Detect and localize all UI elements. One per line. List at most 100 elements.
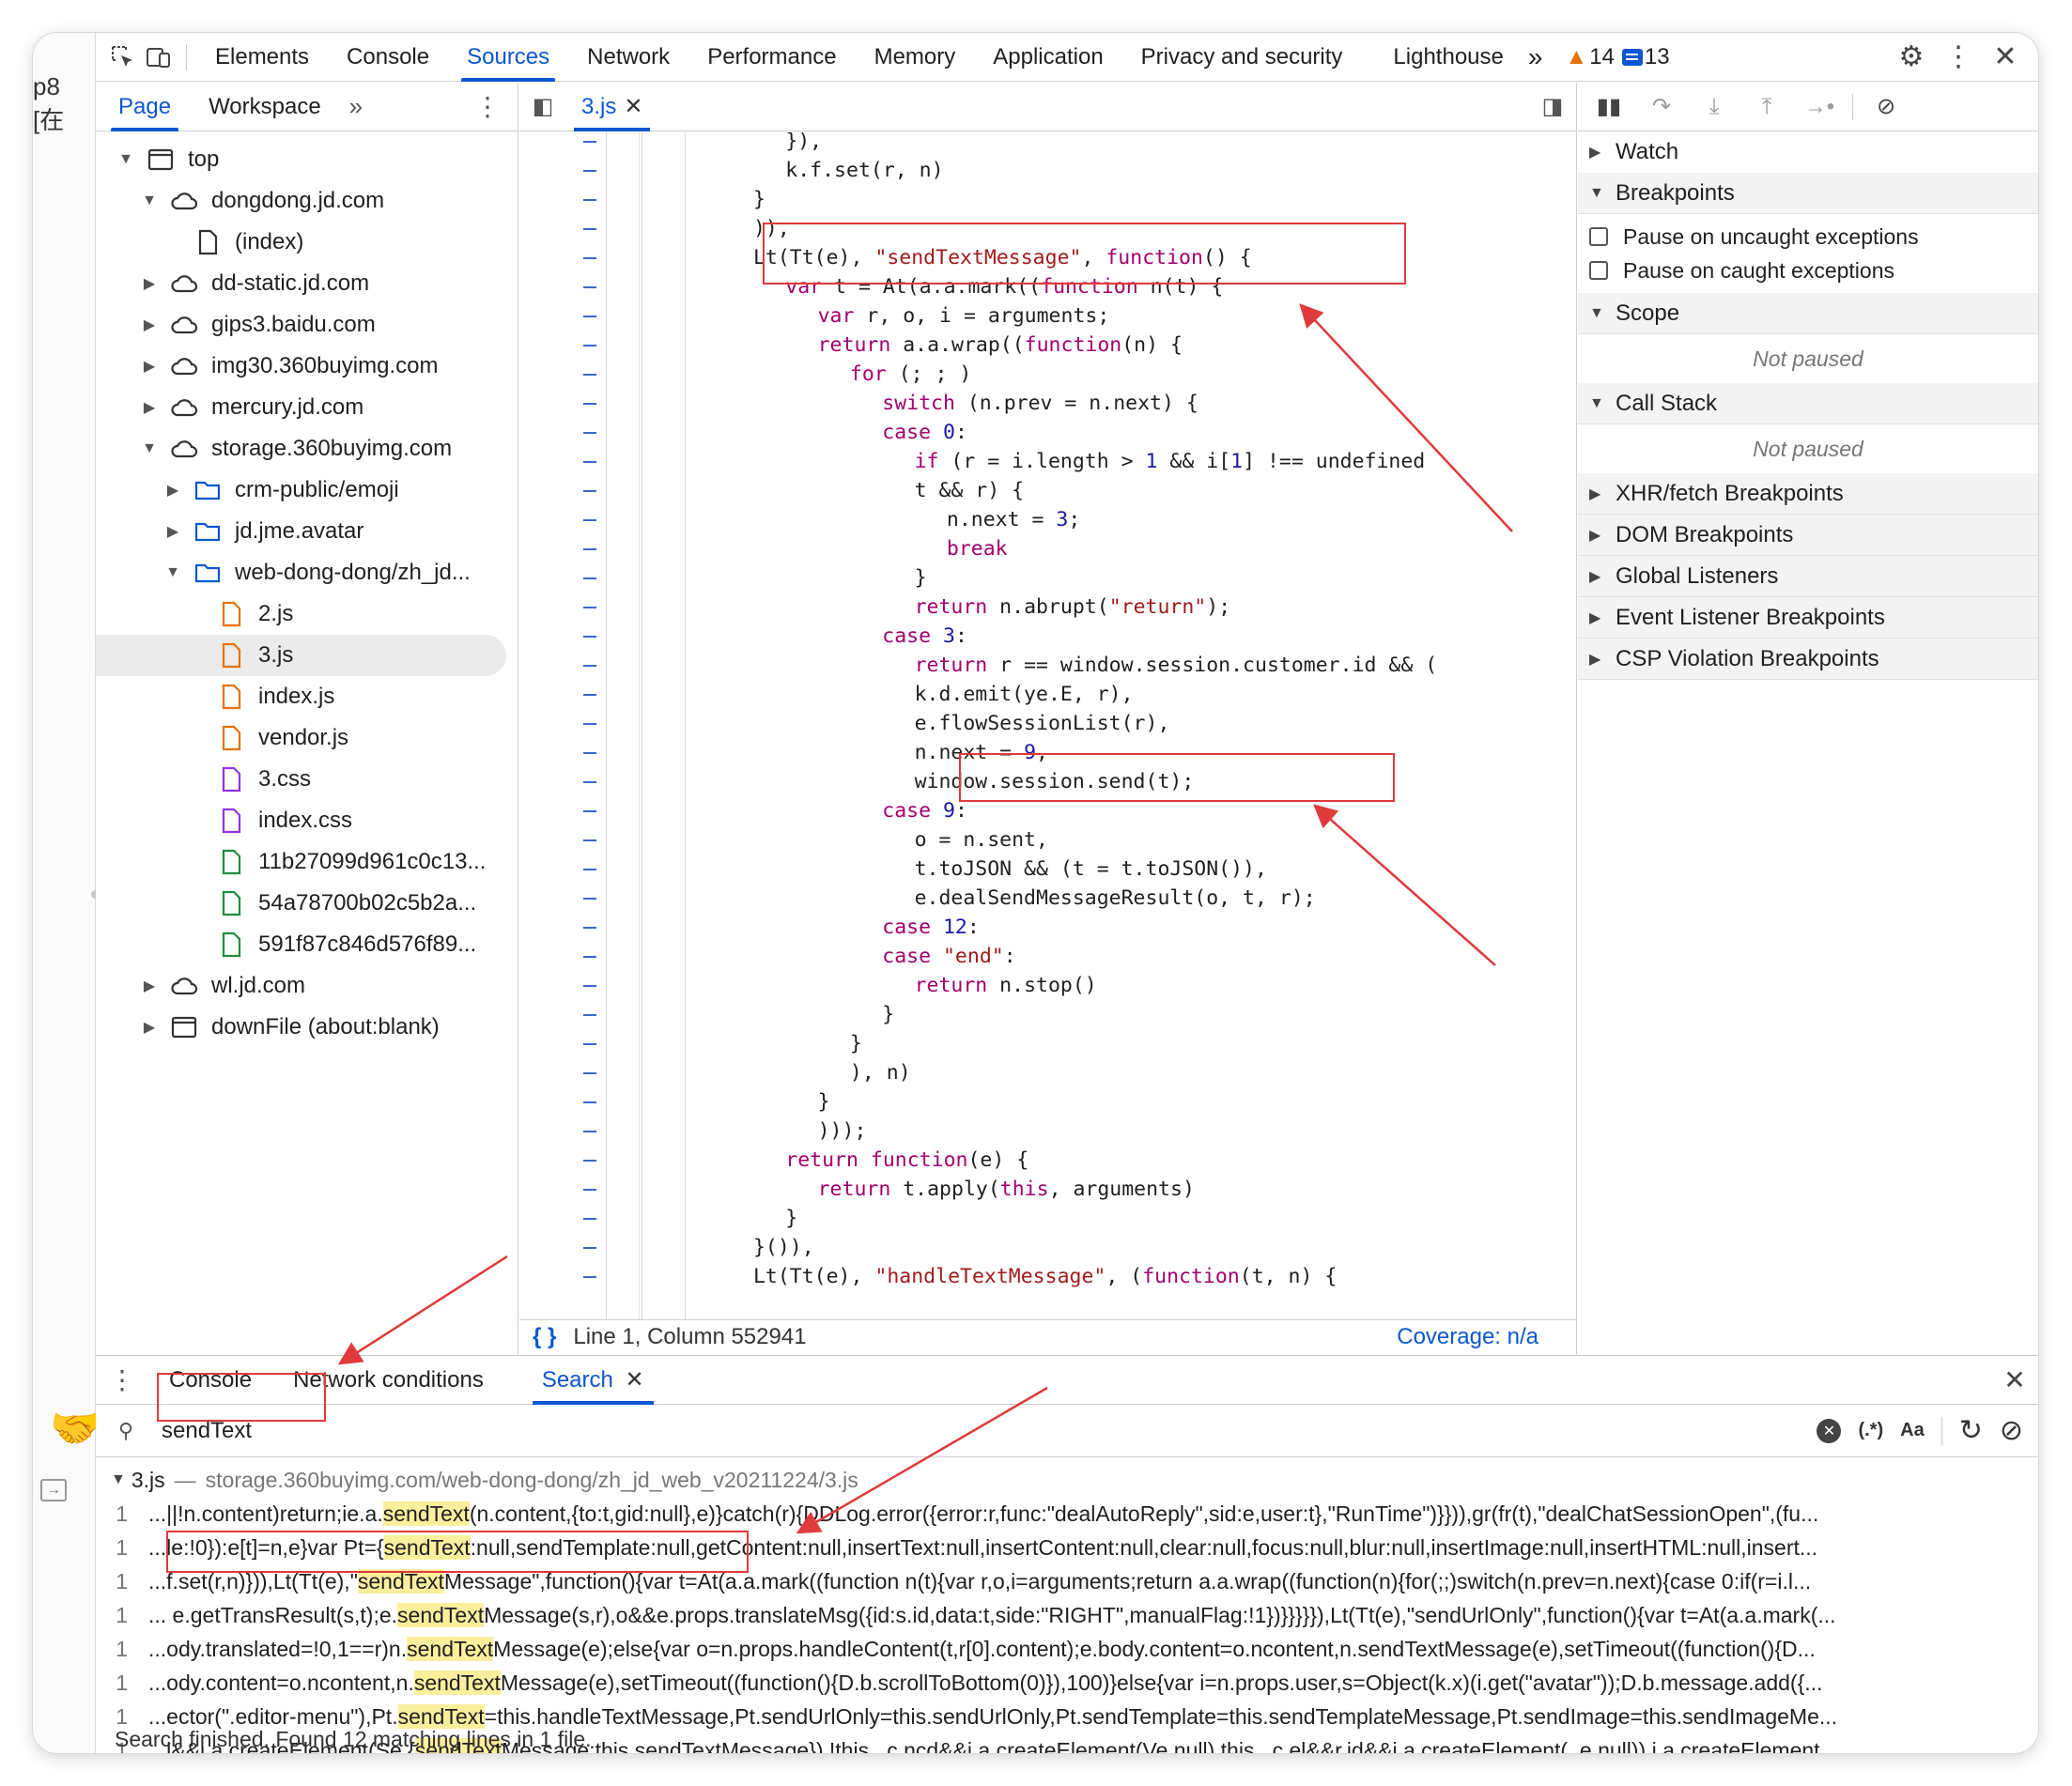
search-result-line[interactable]: 1...ody.translated=!0,1==r)n.sendTextMes… [96, 1632, 2038, 1666]
expanded-arrow-icon[interactable]: ▼ [165, 564, 180, 580]
close-search-tab-icon[interactable]: ✕ [625, 1366, 644, 1393]
tab-privacy-security[interactable]: Privacy and security [1140, 43, 1343, 69]
tree-item[interactable]: index.js [96, 676, 518, 717]
tree-item[interactable]: index.css [96, 800, 518, 841]
tree-item[interactable]: ▶jd.jme.avatar [96, 511, 518, 552]
warnings-badge[interactable]: ▲ 14 [1565, 44, 1614, 70]
messages-badge[interactable]: 13 [1621, 44, 1670, 70]
collapsed-arrow-icon[interactable]: ▶ [166, 524, 179, 540]
expanded-arrow-icon[interactable]: ▼ [118, 151, 133, 167]
watch-section[interactable]: ▶Watch [1578, 131, 2038, 173]
dom-breakpoints-section[interactable]: ▶DOM Breakpoints [1578, 515, 2038, 556]
tree-item[interactable]: ▶dd-static.jd.com [96, 263, 518, 304]
expanded-arrow-icon[interactable]: ▼ [142, 192, 157, 208]
tree-item[interactable]: 2.js [96, 593, 518, 635]
coverage-link[interactable]: Coverage: n/a [1397, 1324, 1539, 1349]
tree-item[interactable]: (index) [96, 222, 518, 263]
inspect-element-icon[interactable] [105, 42, 141, 72]
nav-kebab-icon[interactable]: ⋮ [474, 92, 501, 121]
clear-search-icon[interactable]: ✕ [1817, 1418, 1842, 1443]
drawer-tab-console[interactable]: Console [169, 1366, 253, 1393]
tree-item[interactable]: 3.css [96, 759, 518, 800]
collapsed-arrow-icon[interactable]: ▶ [143, 978, 156, 994]
clear-results-icon[interactable]: ⊘ [1999, 1415, 2023, 1446]
tree-item[interactable]: ▼web-dong-dong/zh_jd... [96, 552, 518, 593]
tab-network[interactable]: Network [587, 43, 671, 69]
call-stack-section[interactable]: ▼Call Stack [1578, 383, 2038, 424]
pretty-print-icon[interactable]: { } [533, 1324, 557, 1349]
tree-item[interactable]: ▶mercury.jd.com [96, 387, 518, 428]
step-into-icon[interactable]: ⤓ [1709, 93, 1720, 119]
tree-item[interactable]: ▶crm-public/emoji [96, 470, 518, 511]
tree-item[interactable]: 11b27099d961c0c13... [96, 841, 518, 883]
collapsed-arrow-icon[interactable]: ▶ [143, 400, 156, 416]
result-file-header[interactable]: ▼ 3.js — storage.360buyimg.com/web-dong-… [96, 1463, 2038, 1497]
search-result-line[interactable]: 1...l&&i.a.createElement(Se,{sendTextMes… [96, 1733, 2038, 1753]
device-toolbar-icon[interactable] [141, 42, 177, 72]
event-listener-breakpoints-section[interactable]: ▶Event Listener Breakpoints [1578, 597, 2038, 639]
drawer-kebab-icon[interactable]: ⋮ [109, 1365, 135, 1394]
toggle-debugger-icon[interactable]: ◨ [1541, 94, 1564, 119]
exit-icon[interactable]: → [40, 1479, 67, 1501]
tree-item[interactable]: ▶gips3.baidu.com [96, 304, 518, 346]
tab-console[interactable]: Console [347, 43, 430, 69]
refresh-icon[interactable]: ↻ [1958, 1415, 1983, 1446]
expanded-arrow-icon[interactable]: ▼ [142, 440, 157, 456]
tree-item[interactable]: ▼dongdong.jd.com [96, 180, 518, 222]
pause-caught-checkbox[interactable]: Pause on caught exceptions [1578, 254, 2038, 287]
pause-resume-icon[interactable]: ▮▮ [1596, 94, 1622, 119]
toggle-navigator-icon[interactable]: ◧ [532, 94, 554, 119]
tab-application[interactable]: Application [993, 43, 1104, 69]
global-listeners-section[interactable]: ▶Global Listeners [1578, 556, 2038, 597]
settings-gear-icon[interactable]: ⚙ [1898, 41, 1925, 72]
search-result-line[interactable]: 1...ody.content=o.ncontent,n.sendTextMes… [96, 1666, 2038, 1700]
collapsed-arrow-icon[interactable]: ▶ [143, 1020, 156, 1036]
drawer-tab-search[interactable]: Search ✕ [521, 1356, 665, 1405]
search-result-line[interactable]: 1...ector(".editor-menu"),Pt.sendText=th… [96, 1700, 2038, 1733]
close-drawer-icon[interactable]: ✕ [2003, 1365, 2026, 1394]
nav-more-chevron-icon[interactable]: » [348, 92, 363, 120]
search-result-line[interactable]: 1... e.getTransResult(s,t);e.sendTextMes… [96, 1598, 2038, 1632]
tree-item[interactable]: ▼top [96, 139, 518, 180]
close-tab-icon[interactable]: ✕ [624, 93, 643, 119]
csp-breakpoints-section[interactable]: ▶CSP Violation Breakpoints [1578, 639, 2038, 680]
xhr-breakpoints-section[interactable]: ▶XHR/fetch Breakpoints [1578, 473, 2038, 515]
breakpoints-section[interactable]: ▼Breakpoints [1578, 173, 2038, 214]
collapsed-arrow-icon[interactable]: ▶ [166, 483, 179, 499]
tree-item[interactable]: ▼storage.360buyimg.com [96, 428, 518, 470]
tab-lighthouse[interactable]: Lighthouse [1393, 43, 1504, 69]
tree-item[interactable]: 591f87c846d576f89... [96, 924, 518, 965]
tab-elements[interactable]: Elements [215, 43, 310, 69]
customize-kebab-icon[interactable]: ⋮ [1944, 41, 1972, 72]
code-view[interactable]: }),k.f.set(r, n)})),Lt(Tt(e), "sendTextM… [519, 132, 1576, 1319]
match-case-toggle[interactable]: Aa [1900, 1420, 1925, 1440]
tab-memory[interactable]: Memory [874, 43, 956, 69]
tree-item[interactable]: 54a78700b02c5b2a... [96, 883, 518, 924]
more-tabs-chevron-icon[interactable]: » [1527, 41, 1543, 71]
pause-uncaught-checkbox[interactable]: Pause on uncaught exceptions [1578, 220, 2038, 254]
step-over-icon[interactable]: ↷ [1651, 94, 1672, 119]
step-icon[interactable]: →• [1803, 93, 1835, 119]
search-result-line[interactable]: 1...f.set(r,n)})),Lt(Tt(e),"sendTextMess… [96, 1564, 2038, 1598]
checkbox[interactable] [1589, 261, 1608, 280]
editor-tab-3js[interactable]: 3.js ✕ [566, 83, 657, 131]
tree-item[interactable]: vendor.js [96, 717, 518, 759]
tree-item[interactable]: ▶downFile (about:blank) [96, 1007, 518, 1048]
collapsed-arrow-icon[interactable]: ▶ [143, 359, 156, 375]
search-input[interactable] [162, 1410, 1570, 1451]
scope-section[interactable]: ▼Scope [1578, 293, 2038, 334]
deactivate-breakpoints-icon[interactable]: ⊘ [1876, 94, 1896, 119]
resize-handle[interactable] [91, 890, 100, 899]
search-result-line[interactable]: 1...||!n.content)return;ie.a.sendText(n.… [96, 1497, 2038, 1531]
close-devtools-icon[interactable]: ✕ [1993, 41, 2018, 72]
tree-item[interactable]: 3.js [96, 635, 506, 676]
tree-item[interactable]: ▶img30.360buyimg.com [96, 346, 518, 387]
drawer-tab-network-conditions[interactable]: Network conditions [293, 1366, 484, 1393]
step-out-icon[interactable]: ⤒ [1761, 93, 1772, 119]
nav-tab-page[interactable]: Page [100, 83, 190, 131]
checkbox[interactable] [1589, 227, 1608, 246]
tab-performance[interactable]: Performance [707, 43, 837, 69]
collapsed-arrow-icon[interactable]: ▶ [143, 317, 156, 333]
nav-tab-workspace[interactable]: Workspace [209, 93, 321, 119]
tab-sources[interactable]: Sources [448, 33, 568, 82]
